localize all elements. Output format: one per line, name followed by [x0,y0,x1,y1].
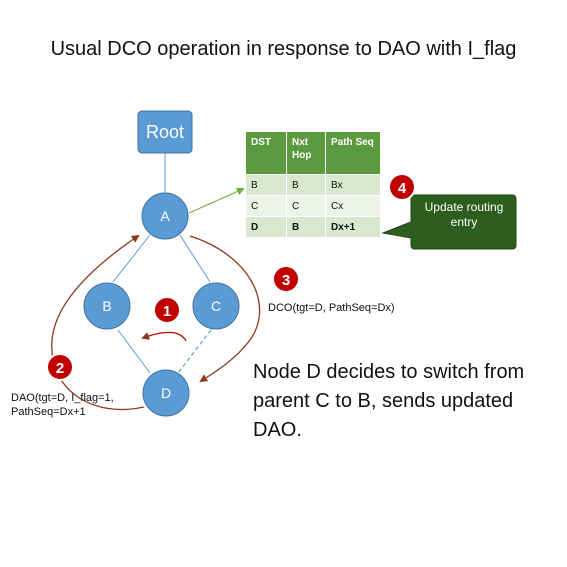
step-badge-2 [46,353,74,381]
node-a-label: A [160,208,170,224]
root-node [137,110,193,154]
description-text: Node D decides to switch from parent C t… [253,361,525,441]
dco-message-label: DCO(tgt=D, PathSeq=Dx) [268,302,395,314]
diagram-title: Usual DCO operation in response to DAO w… [50,38,517,60]
node-b [83,282,131,330]
node-c-label: C [211,298,221,314]
callout-text: Update routing entry [424,200,504,229]
header-path-seq: Path Seq [325,131,381,175]
step-badge-4-label: 4 [398,180,407,197]
header-next-hop: Nxt Hop [286,131,326,175]
table-row: B B Bx [245,174,381,196]
link-c-d-old [177,329,212,374]
node-a [141,192,189,240]
step-badge-4 [388,173,416,201]
cell-next-hop: B [286,216,326,238]
dao-arrow [51,234,145,411]
table-row: C C Cx [245,195,381,217]
step-badge-2-label: 2 [56,360,64,377]
table-row: D B Dx+1 [245,216,381,238]
cell-path-seq: Cx [325,195,381,217]
cell-dst: C [245,195,287,217]
link-a-b [112,234,151,283]
link-a-c [179,234,211,283]
dco-arrow [189,235,261,383]
root-node-label: Root [146,122,184,142]
link-b-d [117,329,151,374]
cell-next-hop: C [286,195,326,217]
node-c [192,282,240,330]
step-badge-1 [153,296,181,324]
cell-path-seq: Dx+1 [325,216,381,238]
cell-next-hop: B [286,174,326,196]
step-badge-3 [272,265,300,293]
switch-parent-arrow [141,331,187,342]
step-badge-1-label: 1 [163,303,171,320]
cell-dst: D [245,216,287,238]
callout-box [381,194,517,250]
cell-path-seq: Bx [325,174,381,196]
node-b-label: B [102,298,111,314]
step-badge-3-label: 3 [282,272,290,289]
node-d [142,369,190,417]
routing-table-header: DST Nxt Hop Path Seq [245,131,381,175]
node-d-label: D [161,385,171,401]
routing-table: DST Nxt Hop Path Seq B B Bx C C Cx D B D… [245,131,381,238]
dao-message-label: DAO(tgt=D, I_flag=1, PathSeq=Dx+1 [11,392,114,418]
routing-table-arrow [188,187,245,214]
header-dst: DST [245,131,287,175]
cell-dst: B [245,174,287,196]
